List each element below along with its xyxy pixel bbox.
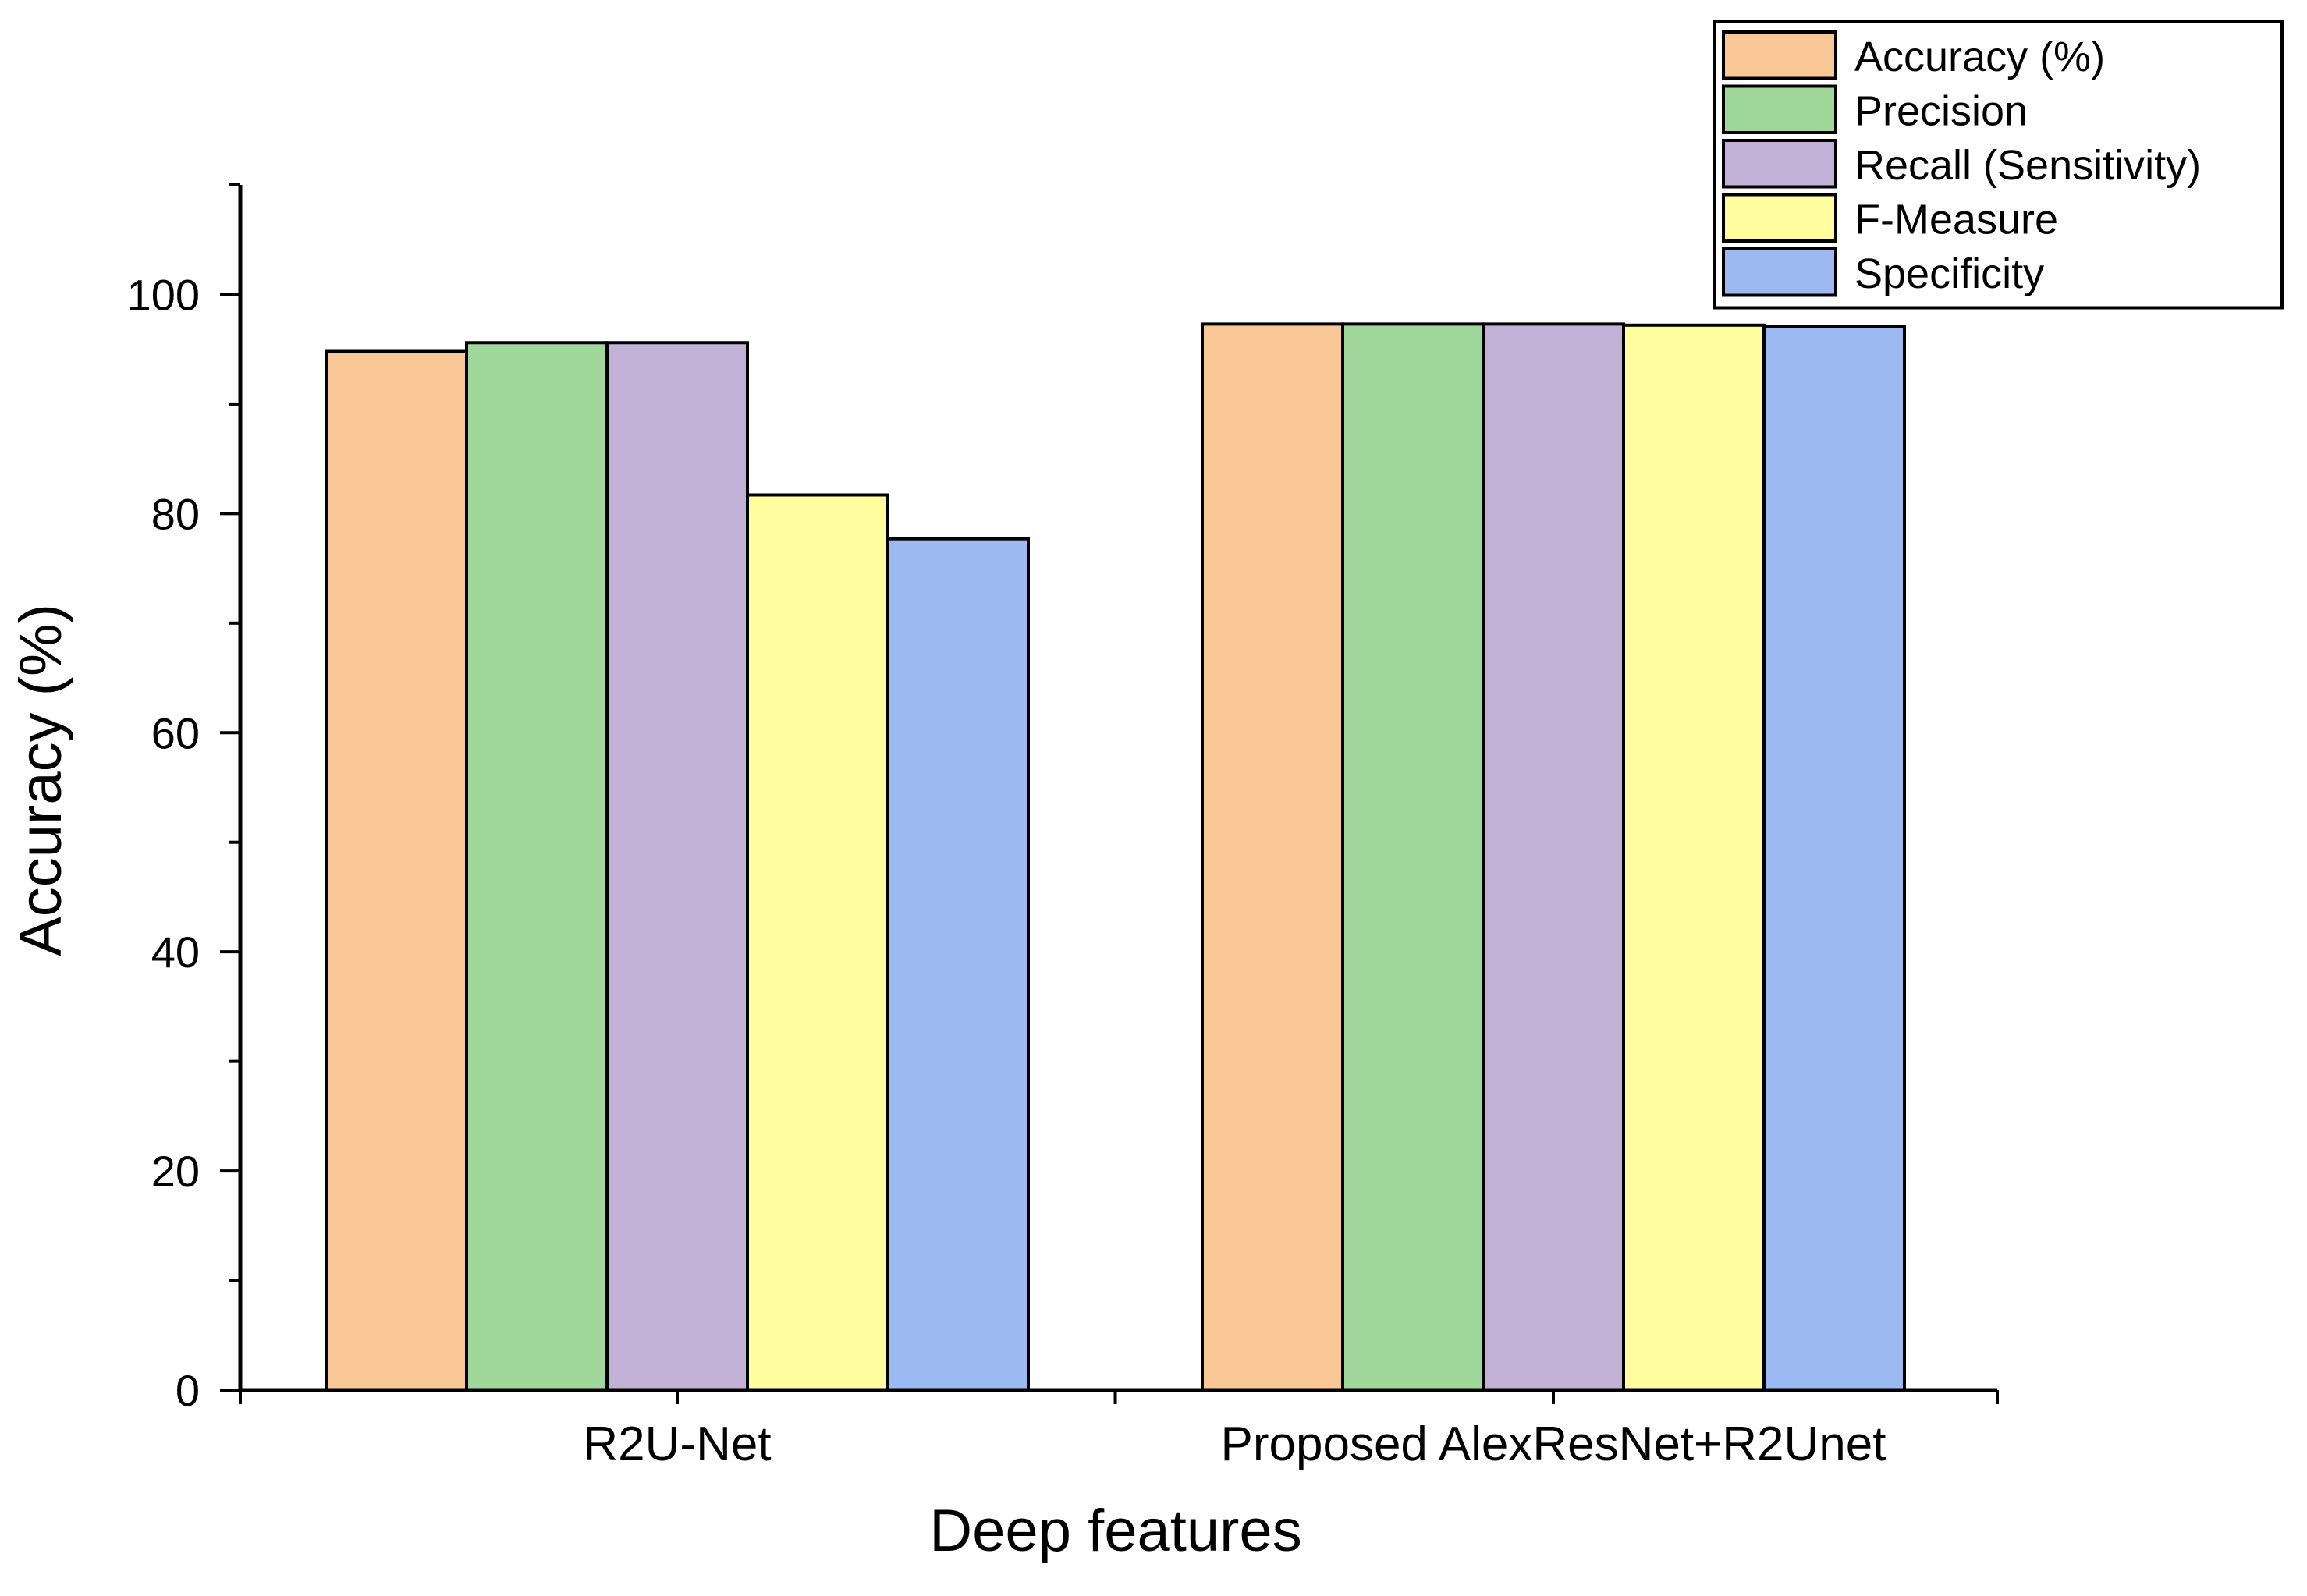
bar-proposed-alexresnet-r2unet-f-measure: [1622, 323, 1766, 1392]
axes-group: [238, 185, 1997, 1392]
x-axis-title: Deep features: [929, 1498, 1301, 1564]
x-category-label: Proposed AlexResNet+R2Unet: [1221, 1417, 1886, 1471]
legend-swatch: [1722, 30, 1837, 80]
bars-group: [325, 322, 1906, 1392]
y-tick-label: 60: [151, 708, 200, 757]
legend-swatch: [1722, 139, 1837, 189]
bar-proposed-alexresnet-r2unet-specificity: [1762, 325, 1906, 1392]
x-category-label: R2U-Net: [583, 1417, 771, 1471]
bar-r2u-net-f-measure: [746, 493, 889, 1392]
legend-label: Recall (Sensitivity): [1854, 142, 2201, 189]
bar-proposed-alexresnet-r2unet-accuracy-: [1201, 322, 1344, 1392]
y-tick-label: 80: [151, 489, 200, 538]
legend-swatch: [1722, 247, 1837, 297]
legend-label: F-Measure: [1854, 196, 2058, 243]
y-axis-title: Accuracy (%): [8, 604, 74, 956]
y-tick-label: 0: [176, 1366, 200, 1415]
y-tick-label: 100: [127, 270, 200, 319]
bar-r2u-net-specificity: [886, 537, 1030, 1392]
y-tick-label: 20: [151, 1147, 200, 1196]
bar-r2u-net-accuracy-: [325, 349, 468, 1392]
legend-swatch: [1722, 84, 1837, 134]
legend-label: Specificity: [1854, 250, 2044, 297]
legend-swatch: [1722, 193, 1837, 243]
legend-label: Accuracy (%): [1854, 34, 2105, 80]
legend-label: Precision: [1854, 87, 2028, 134]
bar-r2u-net-recall-sensitivity-: [605, 341, 749, 1392]
y-tick-label: 40: [151, 927, 200, 977]
bar-r2u-net-precision: [465, 341, 609, 1392]
bar-proposed-alexresnet-r2unet-recall-sensitivity-: [1482, 322, 1625, 1392]
bar-proposed-alexresnet-r2unet-precision: [1341, 322, 1485, 1392]
